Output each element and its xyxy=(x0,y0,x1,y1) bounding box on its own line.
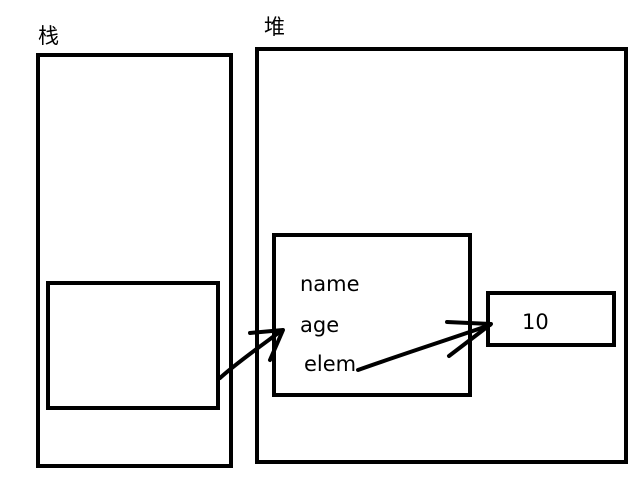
object-field-age: age xyxy=(300,313,340,337)
stack-reference-box xyxy=(46,281,220,410)
heap-region xyxy=(255,47,628,464)
heap-title: 堆 xyxy=(264,15,285,39)
object-field-name: name xyxy=(300,272,360,296)
stack-title: 栈 xyxy=(38,24,59,48)
arrow-elem-to-value-head xyxy=(445,320,493,358)
heap-object-box xyxy=(272,233,472,397)
arrow-stack-to-object-head xyxy=(248,328,285,362)
value-box-text: 10 xyxy=(522,310,549,334)
arrow-elem-to-value xyxy=(356,320,493,372)
object-field-elem: elem xyxy=(304,352,357,376)
heap-value-box xyxy=(486,291,616,347)
arrow-stack-to-object-line xyxy=(218,329,283,380)
arrow-stack-to-object xyxy=(218,328,285,380)
stack-region xyxy=(36,53,233,468)
arrow-elem-to-value-line xyxy=(356,323,492,372)
